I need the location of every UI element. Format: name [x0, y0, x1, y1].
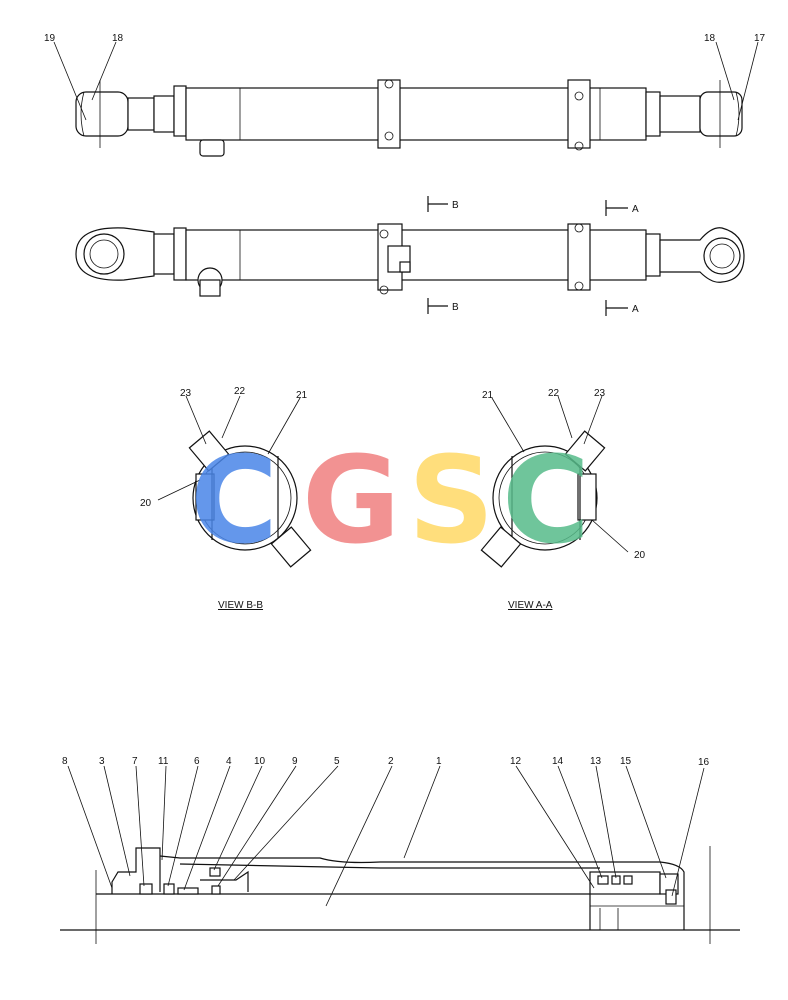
callout-17: 17: [754, 33, 766, 44]
view-b-b-title: VIEW B-B: [218, 600, 263, 611]
callout-5: 5: [334, 756, 340, 767]
cylinder-top-view: 19 18 18 17: [44, 33, 766, 157]
callout-aa-20: 20: [634, 550, 646, 561]
callout-19: 19: [44, 33, 56, 44]
callout-bb-22: 22: [234, 386, 246, 397]
callout-11: 11: [158, 756, 169, 767]
callout-aa-22: 22: [548, 388, 560, 399]
callout-bb-23: 23: [180, 388, 192, 399]
callout-9: 9: [292, 756, 298, 767]
callout-15: 15: [620, 756, 632, 767]
callout-4: 4: [226, 756, 232, 767]
callout-18-right: 18: [704, 33, 716, 44]
watermark-letter-c1: C: [190, 432, 278, 571]
cylinder-side-view: B A B A: [75, 196, 745, 316]
view-a-a-title: VIEW A-A: [508, 600, 553, 611]
callout-aa-23: 23: [594, 388, 606, 399]
callout-12: 12: [510, 756, 522, 767]
callout-10: 10: [254, 756, 266, 767]
callout-18-left: 18: [112, 33, 124, 44]
callout-1: 1: [436, 756, 442, 767]
callout-aa-21: 21: [482, 390, 494, 401]
callout-13: 13: [590, 756, 602, 767]
callout-16: 16: [698, 757, 710, 768]
callout-6: 6: [194, 756, 200, 767]
view-a-a: 21 22 23 20 VIEW A-A: [480, 388, 646, 611]
view-b-b: 23 22 21 20 VIEW B-B: [140, 386, 312, 611]
section-view: 8 3 7 11 6 4 10 9 5 2 1 12 14 13 15 16: [60, 756, 740, 944]
callout-bb-21: 21: [296, 390, 308, 401]
watermark-letter-g: G: [302, 432, 401, 571]
watermark-letter-c2: C: [502, 432, 590, 571]
section-mark-b-bottom: B: [452, 302, 459, 313]
section-mark-b-top: B: [452, 200, 459, 211]
callout-bb-20: 20: [140, 498, 152, 509]
callout-7: 7: [132, 756, 138, 767]
section-mark-a-bottom: A: [632, 304, 639, 315]
callout-8: 8: [62, 756, 68, 767]
watermark-letter-s: S: [408, 432, 494, 571]
callout-3: 3: [99, 756, 105, 767]
callout-2: 2: [388, 756, 394, 767]
callout-14: 14: [552, 756, 564, 767]
watermark: C G S C: [190, 432, 590, 571]
section-mark-a-top: A: [632, 204, 639, 215]
